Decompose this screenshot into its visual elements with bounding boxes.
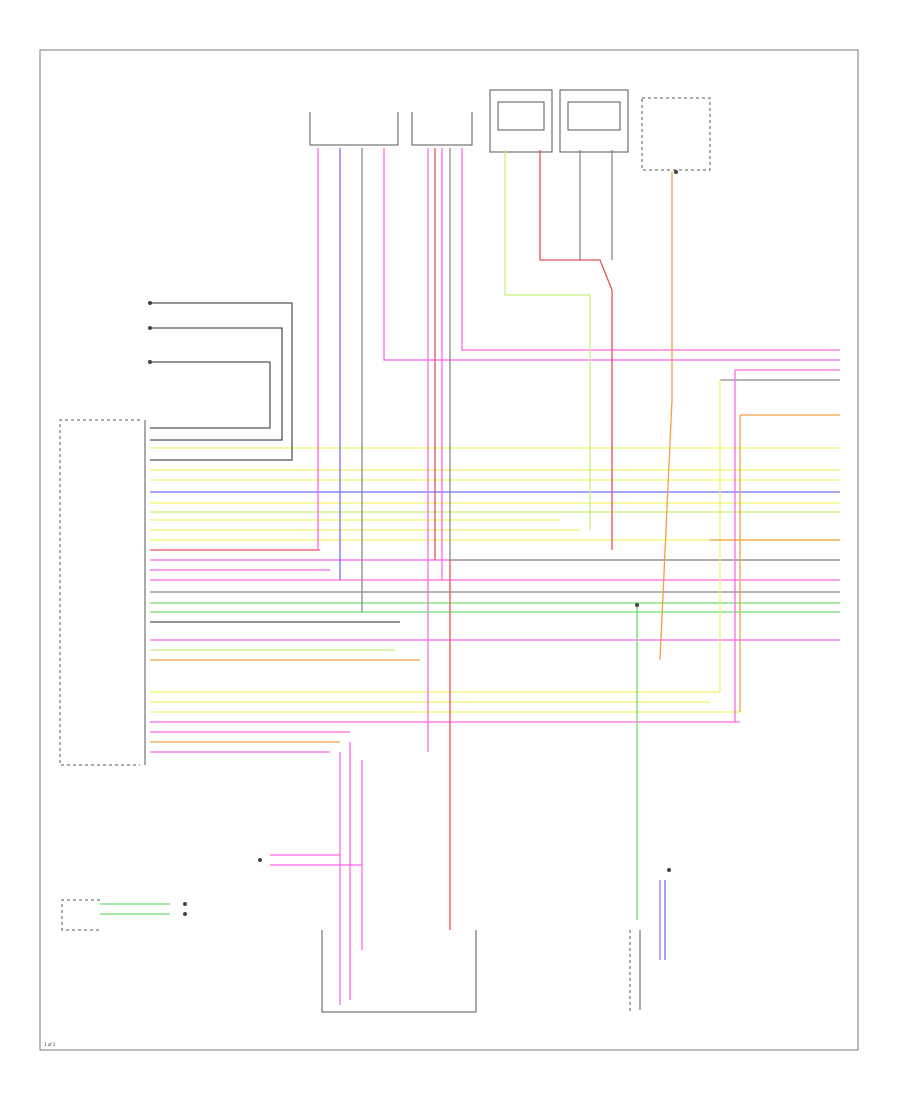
speed-sensor-2 — [411, 112, 473, 146]
connector-dot-1 — [148, 301, 152, 305]
connector-dot-7 — [183, 902, 187, 906]
connector-dot-2 — [148, 326, 152, 330]
transmission-relay-2 — [559, 89, 629, 153]
wire-group — [100, 148, 840, 1005]
ecm-black-wire-2 — [150, 327, 283, 441]
sensor1-wire-d — [383, 148, 840, 361]
ecm-black-wire-3 — [150, 361, 271, 429]
ecm-module — [59, 419, 146, 766]
connector-dot-3 — [148, 360, 152, 364]
ecm-black-wire-1 — [150, 302, 293, 461]
connector-dot-9 — [258, 858, 262, 862]
sensor2-wire-d — [449, 148, 840, 561]
transmission-range-switch — [629, 930, 641, 1012]
transmission-relay-1 — [489, 89, 553, 153]
neutral-switch — [641, 97, 711, 171]
neutral-wire — [659, 172, 673, 661]
connector-dots — [148, 170, 678, 916]
connector-dot-5 — [667, 868, 671, 872]
diagram-frame — [39, 49, 859, 1051]
sensor2-wire-e — [461, 148, 840, 351]
brake-pedal-switch — [321, 930, 477, 1013]
relay1-wire-b — [539, 150, 613, 550]
relay1-wire-a — [504, 150, 591, 530]
connector-dot-8 — [183, 912, 187, 916]
connector-dot-4 — [674, 170, 678, 174]
speed-sensor-1 — [309, 112, 399, 146]
page-number: 1 of 2 — [44, 1042, 56, 1047]
instrument-cluster — [61, 899, 100, 931]
connector-dot-6 — [635, 603, 639, 607]
